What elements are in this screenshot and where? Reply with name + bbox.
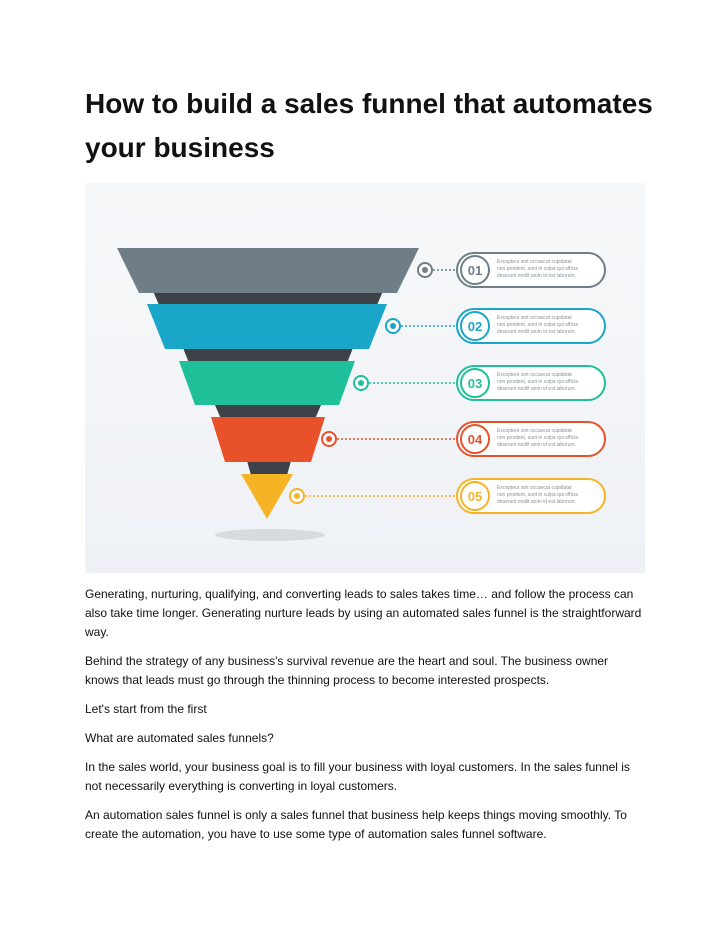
step-caption-line: deserunt mollit anim id est laborum.: [497, 442, 576, 448]
funnel-divider-1: [153, 291, 383, 305]
step-caption-line: non proident, sunt in culpa qui officia: [497, 379, 578, 385]
funnel-divider-2: [183, 348, 353, 363]
paragraph-3: Let's start from the first: [85, 702, 207, 716]
funnel-layer-2: [147, 304, 387, 349]
step-pill: [456, 365, 606, 401]
paragraph-1: Generating, nurturing, qualifying, and c…: [85, 587, 642, 639]
step-caption-line: deserunt mollit anim id est laborum.: [497, 329, 576, 335]
step-number-circle: [460, 311, 490, 341]
step-caption-line: Excepteur sint occaecat cupidatat: [497, 428, 572, 434]
step-caption-line: deserunt mollit anim id est laborum.: [497, 273, 576, 279]
funnel-layer-4: [211, 417, 325, 462]
step-number-circle: [460, 481, 490, 511]
funnel-divider-4: [247, 461, 291, 475]
article-title-line-1: How to build a sales funnel that automat…: [85, 88, 653, 119]
step-caption-line: Excepteur sint occaecat cupidatat: [497, 259, 572, 265]
funnel-layer-3: [179, 361, 355, 405]
target-ring-icon: [385, 318, 401, 334]
funnel-shadow: [215, 529, 325, 541]
step-number: 02: [468, 319, 482, 334]
step-caption-line: Excepteur sint occaecat cupidatat: [497, 372, 572, 378]
step-pill: [456, 252, 606, 288]
step-pill: [456, 421, 606, 457]
funnel-layer-1: [117, 248, 419, 293]
step-number: 01: [468, 263, 482, 278]
step-caption-line: non proident, sunt in culpa qui officia: [497, 492, 578, 498]
step-caption-line: non proident, sunt in culpa qui officia: [497, 435, 578, 441]
step-number-circle: [460, 424, 490, 454]
step-pill: [456, 478, 606, 514]
article-title: How to build a sales funnel that automat…: [85, 82, 665, 170]
step-caption-line: deserunt mollit anim id est laborum.: [497, 386, 576, 392]
funnel-divider-3: [215, 405, 321, 419]
step-number: 04: [468, 432, 483, 447]
article-body: Generating, nurturing, qualifying, and c…: [85, 585, 645, 854]
step-number-circle: [460, 368, 490, 398]
paragraph-5: In the sales world, your business goal i…: [85, 760, 630, 793]
funnel-layer-5: [241, 474, 293, 519]
step-caption-line: non proident, sunt in culpa qui officia: [497, 266, 578, 272]
step-caption-line: Excepteur sint occaecat cupidatat: [497, 485, 572, 491]
step-number: 03: [468, 376, 482, 391]
step-caption-line: non proident, sunt in culpa qui officia: [497, 322, 578, 328]
article-title-line-2: your business: [85, 132, 275, 163]
target-ring-icon: [289, 488, 305, 504]
step-caption-line: deserunt mollit anim id est laborum.: [497, 499, 576, 505]
paragraph-4: What are automated sales funnels?: [85, 731, 274, 745]
target-ring-icon: [353, 375, 369, 391]
target-ring-icon: [321, 431, 337, 447]
paragraph-2: Behind the strategy of any business's su…: [85, 654, 609, 687]
paragraph-6: An automation sales funnel is only a sal…: [85, 808, 627, 841]
target-ring-icon: [417, 262, 433, 278]
step-caption-line: Excepteur sint occaecat cupidatat: [497, 315, 572, 321]
step-pill: [456, 308, 606, 344]
step-number: 05: [468, 489, 482, 504]
step-number-circle: [460, 255, 490, 285]
